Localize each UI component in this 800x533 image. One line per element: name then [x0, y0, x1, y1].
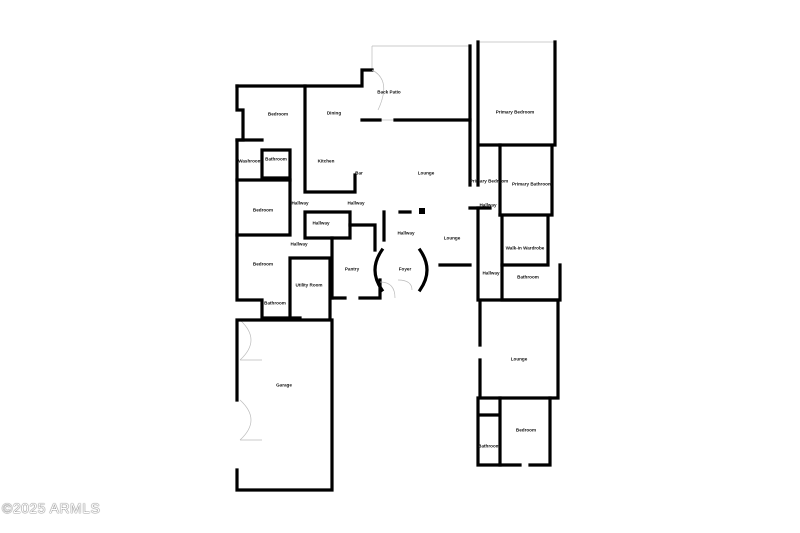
foyer-walls [373, 247, 429, 293]
room-label: Back Patio [377, 89, 401, 95]
room-label: Utility Room [295, 282, 323, 288]
room-label: Lounge [510, 356, 528, 362]
room-label: Bedroom [252, 261, 274, 267]
room-label: Bar [355, 170, 363, 176]
room-label: Hallway [290, 241, 308, 247]
room-label: Bedroom [252, 207, 274, 213]
walls [235, 40, 562, 492]
watermark: ©2025 ARMLS [2, 500, 101, 516]
room-label: Hallway [291, 200, 309, 206]
room-label: Kitchen [317, 158, 335, 164]
patio-outline [239, 41, 555, 441]
room-label: Primary Bedroom [469, 178, 509, 184]
room-label: Pantry [344, 266, 360, 272]
room-label: Lounge [417, 170, 435, 176]
room-label: Foyer [398, 266, 412, 272]
room-label: Bathroom [264, 300, 286, 306]
room-label: Hallway [482, 270, 500, 276]
columns [419, 208, 425, 214]
room-label: Hallway [397, 230, 415, 236]
room-label: Hallway [347, 200, 365, 206]
room-label: Walk-in Wardrobe [505, 245, 545, 251]
room-label: Hallway [479, 202, 497, 208]
room-label: Bedroom [515, 427, 537, 433]
room-label: Dining [326, 110, 342, 116]
room-label: Hallway [312, 220, 330, 226]
room-label: Bathroom [478, 443, 500, 449]
room-label: Washroom [238, 158, 262, 164]
room-label: Bedroom [267, 111, 289, 117]
doors [371, 69, 413, 299]
room-label: Garage [276, 382, 292, 388]
room-label: Bathroom [265, 156, 287, 162]
room-label: Lounge [443, 235, 461, 241]
room-label: Primary Bedroom [495, 109, 535, 115]
room-label: Bathroom [517, 274, 539, 280]
room-label: Primary Bathroom [511, 181, 553, 187]
